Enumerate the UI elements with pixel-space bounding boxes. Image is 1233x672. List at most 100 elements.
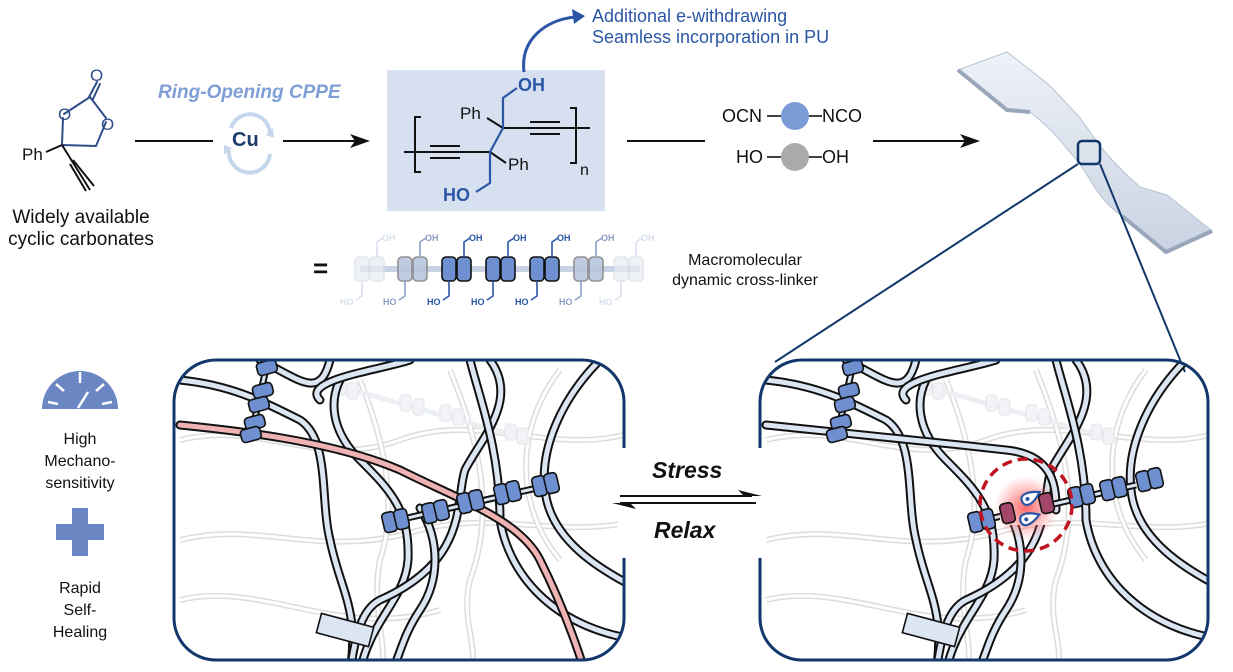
hydroxymethyl-arm [376, 237, 384, 257]
hydroxyl-top: OH [518, 75, 545, 95]
zoom-guide-line-left [774, 163, 1079, 363]
crosslinker-unit: OH HO [599, 233, 655, 307]
ring-bond [61, 144, 97, 147]
radical-shape [1019, 512, 1042, 527]
gauge-icon [42, 371, 118, 409]
unit-block [247, 395, 271, 414]
carbonyl-bond [88, 81, 98, 98]
activation-highlight-circle [978, 457, 1074, 553]
hydroxymethyl-arm [419, 237, 427, 257]
hydroxymethyl-arm [551, 237, 559, 257]
background-chain-core [765, 594, 1027, 620]
polymer-chain [900, 360, 999, 403]
arrow-head [350, 134, 370, 148]
ring-oxygen-left: O [58, 105, 72, 124]
linker-unit [542, 471, 561, 495]
background-chain-core [358, 379, 390, 660]
radical-shape [1020, 490, 1042, 507]
ring-bond [89, 96, 107, 119]
unit-block [467, 488, 486, 512]
background-unit [452, 408, 465, 426]
bracket-right [570, 107, 577, 164]
annotation-arrow [522, 15, 576, 73]
linker-unit [432, 498, 451, 522]
polymer-chain [763, 422, 1059, 513]
crosslinker-caption-line2: dynamic cross-linker [672, 272, 818, 289]
linker-unit [998, 501, 1017, 525]
linker-unit [1146, 466, 1165, 490]
ring-bond [63, 96, 91, 115]
annotation-arrowhead [572, 9, 585, 24]
oh-label: OH [641, 233, 655, 243]
ho-label: HO [599, 297, 613, 307]
polymer-chain [763, 377, 942, 660]
oh-label: OH [557, 233, 571, 243]
plus-icon [56, 508, 104, 556]
ch2oh-top [501, 87, 518, 128]
background-unit [998, 398, 1011, 416]
background-unit [1025, 404, 1038, 422]
hydroxymethyl-arm [635, 237, 643, 257]
linker-unit [1078, 482, 1097, 506]
hydroxyl-bottom: HO [443, 185, 470, 205]
crosslinker-unit: OH HO [515, 233, 571, 307]
hydroxymethyl-arm [355, 281, 363, 301]
background-unit [516, 427, 529, 445]
unit-block [833, 395, 857, 414]
catalyst-label: Cu [232, 129, 259, 151]
crosslinker-caption-line1: Macromolecular [688, 252, 802, 269]
chain-bundle-clamp [901, 612, 961, 648]
background-chain-core [179, 594, 441, 620]
linker-unit [467, 488, 486, 512]
radical-dot [1025, 497, 1030, 501]
background-unit [399, 394, 412, 412]
carbonyl-oxygen: O [90, 66, 104, 85]
relaxed-network [175, 360, 624, 660]
phenyl-top: Ph [460, 104, 481, 123]
alkyne-bond [61, 144, 91, 191]
background-chain-core [179, 518, 624, 544]
ph-bond-bottom [489, 151, 507, 164]
linker-unit [504, 479, 523, 503]
linker-unit [1110, 475, 1129, 499]
annotation-line1: Additional e-withdrawing [592, 6, 788, 26]
property2-line3: Healing [52, 624, 108, 641]
background-chain-core [524, 369, 562, 561]
zoom-region-marker [1076, 139, 1102, 166]
ho-label: HO [515, 297, 529, 307]
catalytic-cycle-icon [224, 112, 274, 175]
diol-right: OH [822, 147, 849, 167]
crosslinker-caption: Macromolecular dynamic cross-linker [655, 251, 835, 291]
background-crosslink [920, 382, 1117, 443]
unit-block [825, 425, 849, 444]
monomer-caption-line2: cyclic carbonates [8, 229, 154, 250]
unit-block [1146, 466, 1165, 490]
unit-block [504, 479, 523, 503]
property1-line3: sensitivity [45, 475, 115, 492]
ho-label: HO [427, 297, 441, 307]
ho-label: HO [340, 297, 354, 307]
diol-left: HO [736, 147, 763, 167]
zoom-guide-line-right [1099, 163, 1186, 373]
annotation-text: Additional e-withdrawing Seamless incorp… [592, 6, 829, 48]
dogbone-body [957, 51, 1213, 253]
hydroxymethyl-arm [574, 281, 582, 301]
hydroxymethyl-arm [463, 237, 471, 257]
clamp-block [315, 612, 375, 648]
background-chain [765, 592, 1027, 622]
hydroxymethyl-arm [530, 281, 538, 301]
diol-core [781, 143, 809, 171]
polymer-chain [387, 505, 438, 660]
property1-line2: Mechano- [44, 453, 116, 470]
monomer-caption-line1: Widely available [12, 207, 150, 228]
unit-block [392, 507, 411, 531]
relax-label: Relax [654, 517, 716, 543]
background-unit [412, 398, 425, 416]
